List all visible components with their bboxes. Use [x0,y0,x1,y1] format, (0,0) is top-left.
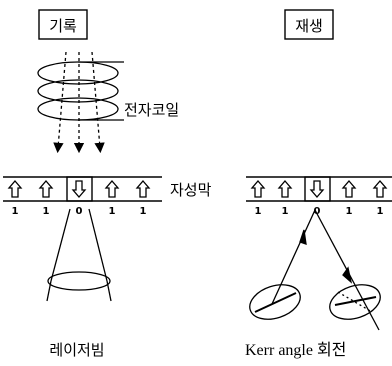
kerr-rotation-label: Kerr angle 회전 [245,341,346,359]
playback-domain-up-arrow-icon [250,180,266,198]
record-domain-up-arrow-icon [104,180,120,198]
record-title: 기록 [49,17,77,35]
domain-arrows-playback [250,180,388,198]
playback-bit-label: 1 [377,206,384,217]
domain-arrows-record [7,180,151,198]
record-domain-up-arrow-icon [38,180,54,198]
laser-beam [46,208,112,302]
record-bit-label: 1 [12,206,19,217]
record-domain-up-arrow-icon [7,180,23,198]
bit-labels-record: 1 1 0 1 1 [12,206,147,217]
playback-domain-up-arrow-icon [341,180,357,198]
record-domain-down-arrow-icon [71,180,87,198]
playback-bit-label: 1 [255,206,262,217]
playback-bit-label: 0 [314,206,321,217]
record-domain-up-arrow-icon [135,180,151,198]
focusing-lens [47,271,111,291]
record-bit-label: 0 [76,206,83,217]
coil-label: 전자코일 [124,101,179,119]
bit-labels-playback: 1 1 0 1 1 [255,206,384,217]
incident-polarizer [249,284,301,320]
playback-title-box: 재생 [284,9,334,40]
electromagnetic-coil [37,51,124,154]
playback-domain-down-arrow-icon [309,180,325,198]
playback-domain-up-arrow-icon [277,180,293,198]
playback-bit-label: 1 [282,206,289,217]
analyzer-polarizer [329,284,381,320]
playback-domain-up-arrow-icon [372,180,388,198]
magnetic-film-record [3,176,162,202]
playback-title: 재생 [295,17,323,35]
playback-bit-label: 1 [346,206,353,217]
magnetic-film-label: 자성막 [170,181,212,199]
record-bit-label: 1 [109,206,116,217]
magnetic-film-playback [246,176,392,202]
laser-label: 레이저빔 [49,341,104,359]
record-title-box: 기록 [38,9,88,40]
optical-path-playback [249,209,381,331]
record-bit-label: 1 [140,206,147,217]
record-bit-label: 1 [43,206,50,217]
